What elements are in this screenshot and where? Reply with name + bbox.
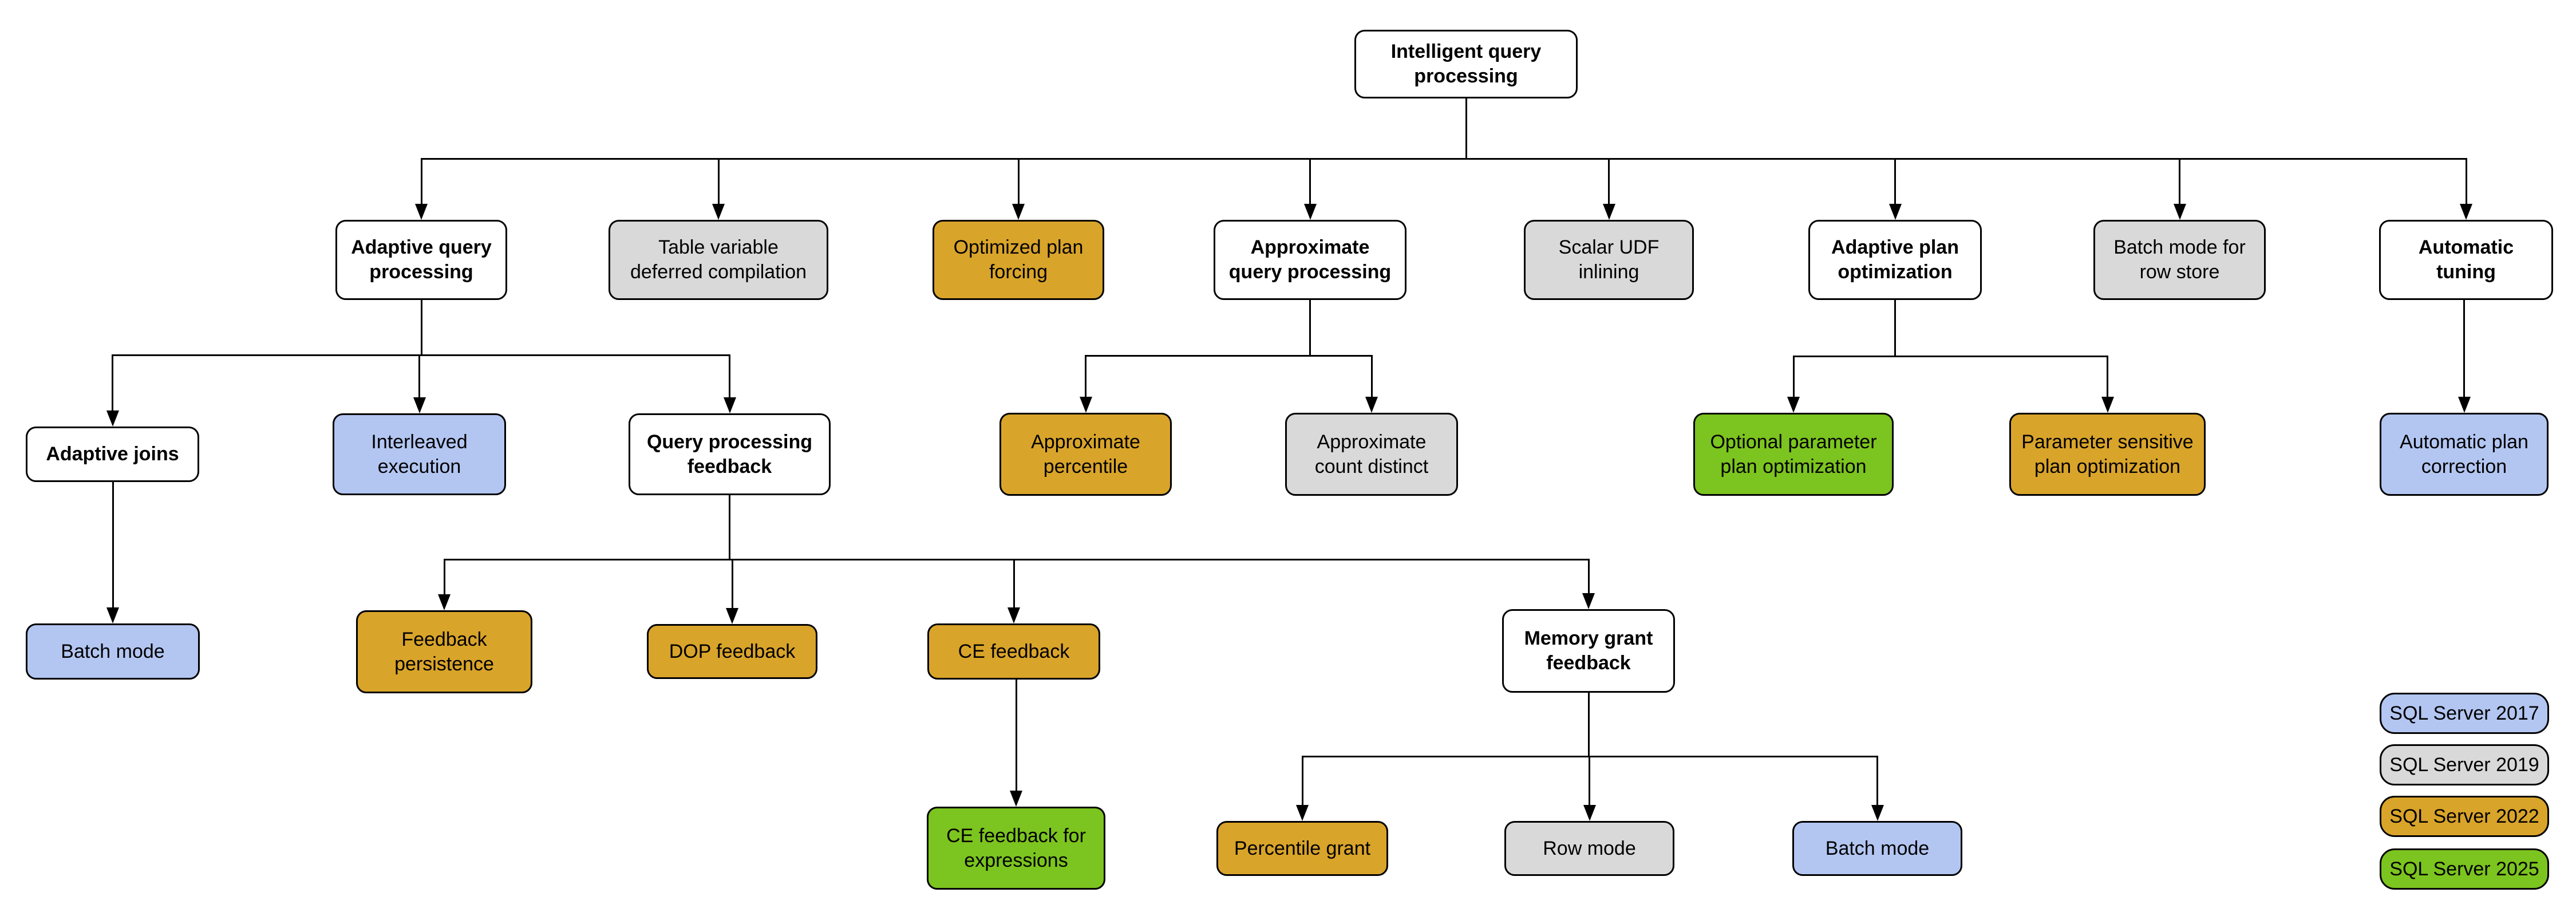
node-ce-feedback-for-expressions: CE feedback for expressions (927, 807, 1105, 890)
connector-line (717, 159, 720, 205)
connector-line (1792, 356, 1795, 398)
arrowhead-icon (106, 410, 119, 427)
arrowhead-icon (1602, 204, 1615, 220)
arrowhead-icon (1871, 805, 1884, 821)
connector-line (112, 482, 114, 609)
connector-line (1370, 356, 1373, 398)
node-scalar-udf-inlining: Scalar UDF inlining (1524, 220, 1694, 300)
connector-line (1465, 98, 1467, 159)
legend-item-sql-server-2017: SQL Server 2017 (2380, 693, 2549, 734)
arrowhead-icon (723, 397, 736, 413)
arrowhead-icon (438, 594, 451, 610)
connector-line (731, 559, 733, 609)
legend-item-sql-server-2025: SQL Server 2025 (2380, 848, 2549, 890)
connector-line (443, 559, 445, 595)
node-approximate-count-distinct: Approximate count distinct (1285, 413, 1458, 496)
arrowhead-icon (1079, 397, 1092, 413)
connector-bus-line (443, 558, 1590, 560)
connector-line (2179, 159, 2180, 205)
node-adaptive-joins: Adaptive joins (26, 427, 199, 482)
node-automatic-tuning: Automatic tuning (2379, 220, 2553, 300)
connector-line (1015, 680, 1017, 792)
connector-line (1085, 356, 1086, 398)
arrowhead-icon (1787, 397, 1800, 413)
node-memory-grant-feedback: Memory grant feedback (1502, 609, 1675, 693)
connector-line (1894, 159, 1896, 205)
node-adaptive-query-processing: Adaptive query processing (335, 220, 507, 300)
arrowhead-icon (415, 204, 428, 220)
node-parameter-sensitive-plan-optimization: Parameter sensitive plan optimization (2009, 413, 2206, 496)
connector-line (1587, 693, 1590, 756)
node-percentile-grant: Percentile grant (1216, 821, 1388, 876)
node-batch-mode-for-row-store: Batch mode for row store (2093, 220, 2266, 300)
connector-line (729, 355, 730, 398)
arrowhead-icon (2458, 397, 2471, 413)
node-row-mode: Row mode (1504, 821, 1674, 876)
connector-line (1301, 756, 1303, 806)
node-intelligent-query-processing: Intelligent query processing (1354, 30, 1578, 98)
connector-bus-line (1085, 354, 1373, 357)
node-automatic-plan-correction: Automatic plan correction (2380, 413, 2549, 496)
connector-bus-line (1792, 355, 2108, 357)
connector-line (1309, 300, 1311, 356)
connector-line (1608, 159, 1610, 205)
node-interleaved-execution: Interleaved execution (333, 413, 506, 495)
arrowhead-icon (2460, 204, 2472, 220)
connector-line (729, 495, 730, 559)
node-optimized-plan-forcing: Optimized plan forcing (933, 220, 1104, 300)
connector-line (1894, 300, 1896, 356)
arrowhead-icon (1303, 204, 1317, 220)
connector-line (2107, 356, 2108, 398)
connector-line (112, 355, 113, 412)
connector-line (420, 159, 422, 205)
node-ce-feedback: CE feedback (927, 623, 1100, 680)
connector-line (1589, 756, 1590, 806)
legend-item-sql-server-2022: SQL Server 2022 (2380, 796, 2549, 837)
arrowhead-icon (1582, 593, 1595, 609)
arrowhead-icon (712, 204, 725, 220)
node-dop-feedback: DOP feedback (647, 624, 817, 679)
arrowhead-icon (1583, 805, 1596, 821)
arrowhead-icon (1888, 204, 1902, 220)
arrowhead-icon (413, 397, 426, 413)
arrowhead-icon (1296, 805, 1309, 821)
arrowhead-icon (1365, 397, 1378, 413)
node-approximate-percentile: Approximate percentile (999, 413, 1172, 496)
arrowhead-icon (2101, 397, 2114, 413)
connector-line (1876, 756, 1878, 806)
node-query-processing-feedback: Query processing feedback (629, 413, 831, 495)
node-optional-parameter-plan-optimization: Optional parameter plan optimization (1693, 413, 1894, 496)
arrowhead-icon (2173, 204, 2186, 220)
connector-bus-line (112, 354, 730, 356)
connector-line (1309, 159, 1311, 205)
connector-line (2465, 159, 2467, 205)
connector-line (1587, 559, 1590, 594)
node-approximate-query-processing: Approximate query processing (1214, 220, 1406, 300)
node-batch-mode-adaptive-joins: Batch mode (26, 623, 200, 680)
node-feedback-persistence: Feedback persistence (356, 610, 532, 693)
connector-line (418, 355, 420, 398)
connector-line (2463, 300, 2465, 398)
connector-line (1013, 559, 1015, 609)
arrowhead-icon (1012, 204, 1025, 220)
connector-line (420, 300, 422, 355)
arrowhead-icon (726, 608, 738, 624)
legend-item-sql-server-2019: SQL Server 2019 (2380, 744, 2549, 785)
node-table-variable-deferred-compilation: Table variable deferred compilation (609, 220, 828, 300)
connector-bus-line (420, 157, 2467, 160)
arrowhead-icon (1010, 791, 1022, 807)
arrowhead-icon (106, 607, 119, 623)
arrowhead-icon (1008, 607, 1020, 623)
node-batch-mode-memory-grant: Batch mode (1792, 821, 1962, 876)
node-adaptive-plan-optimization: Adaptive plan optimization (1808, 220, 1982, 300)
connector-line (1017, 159, 1020, 205)
